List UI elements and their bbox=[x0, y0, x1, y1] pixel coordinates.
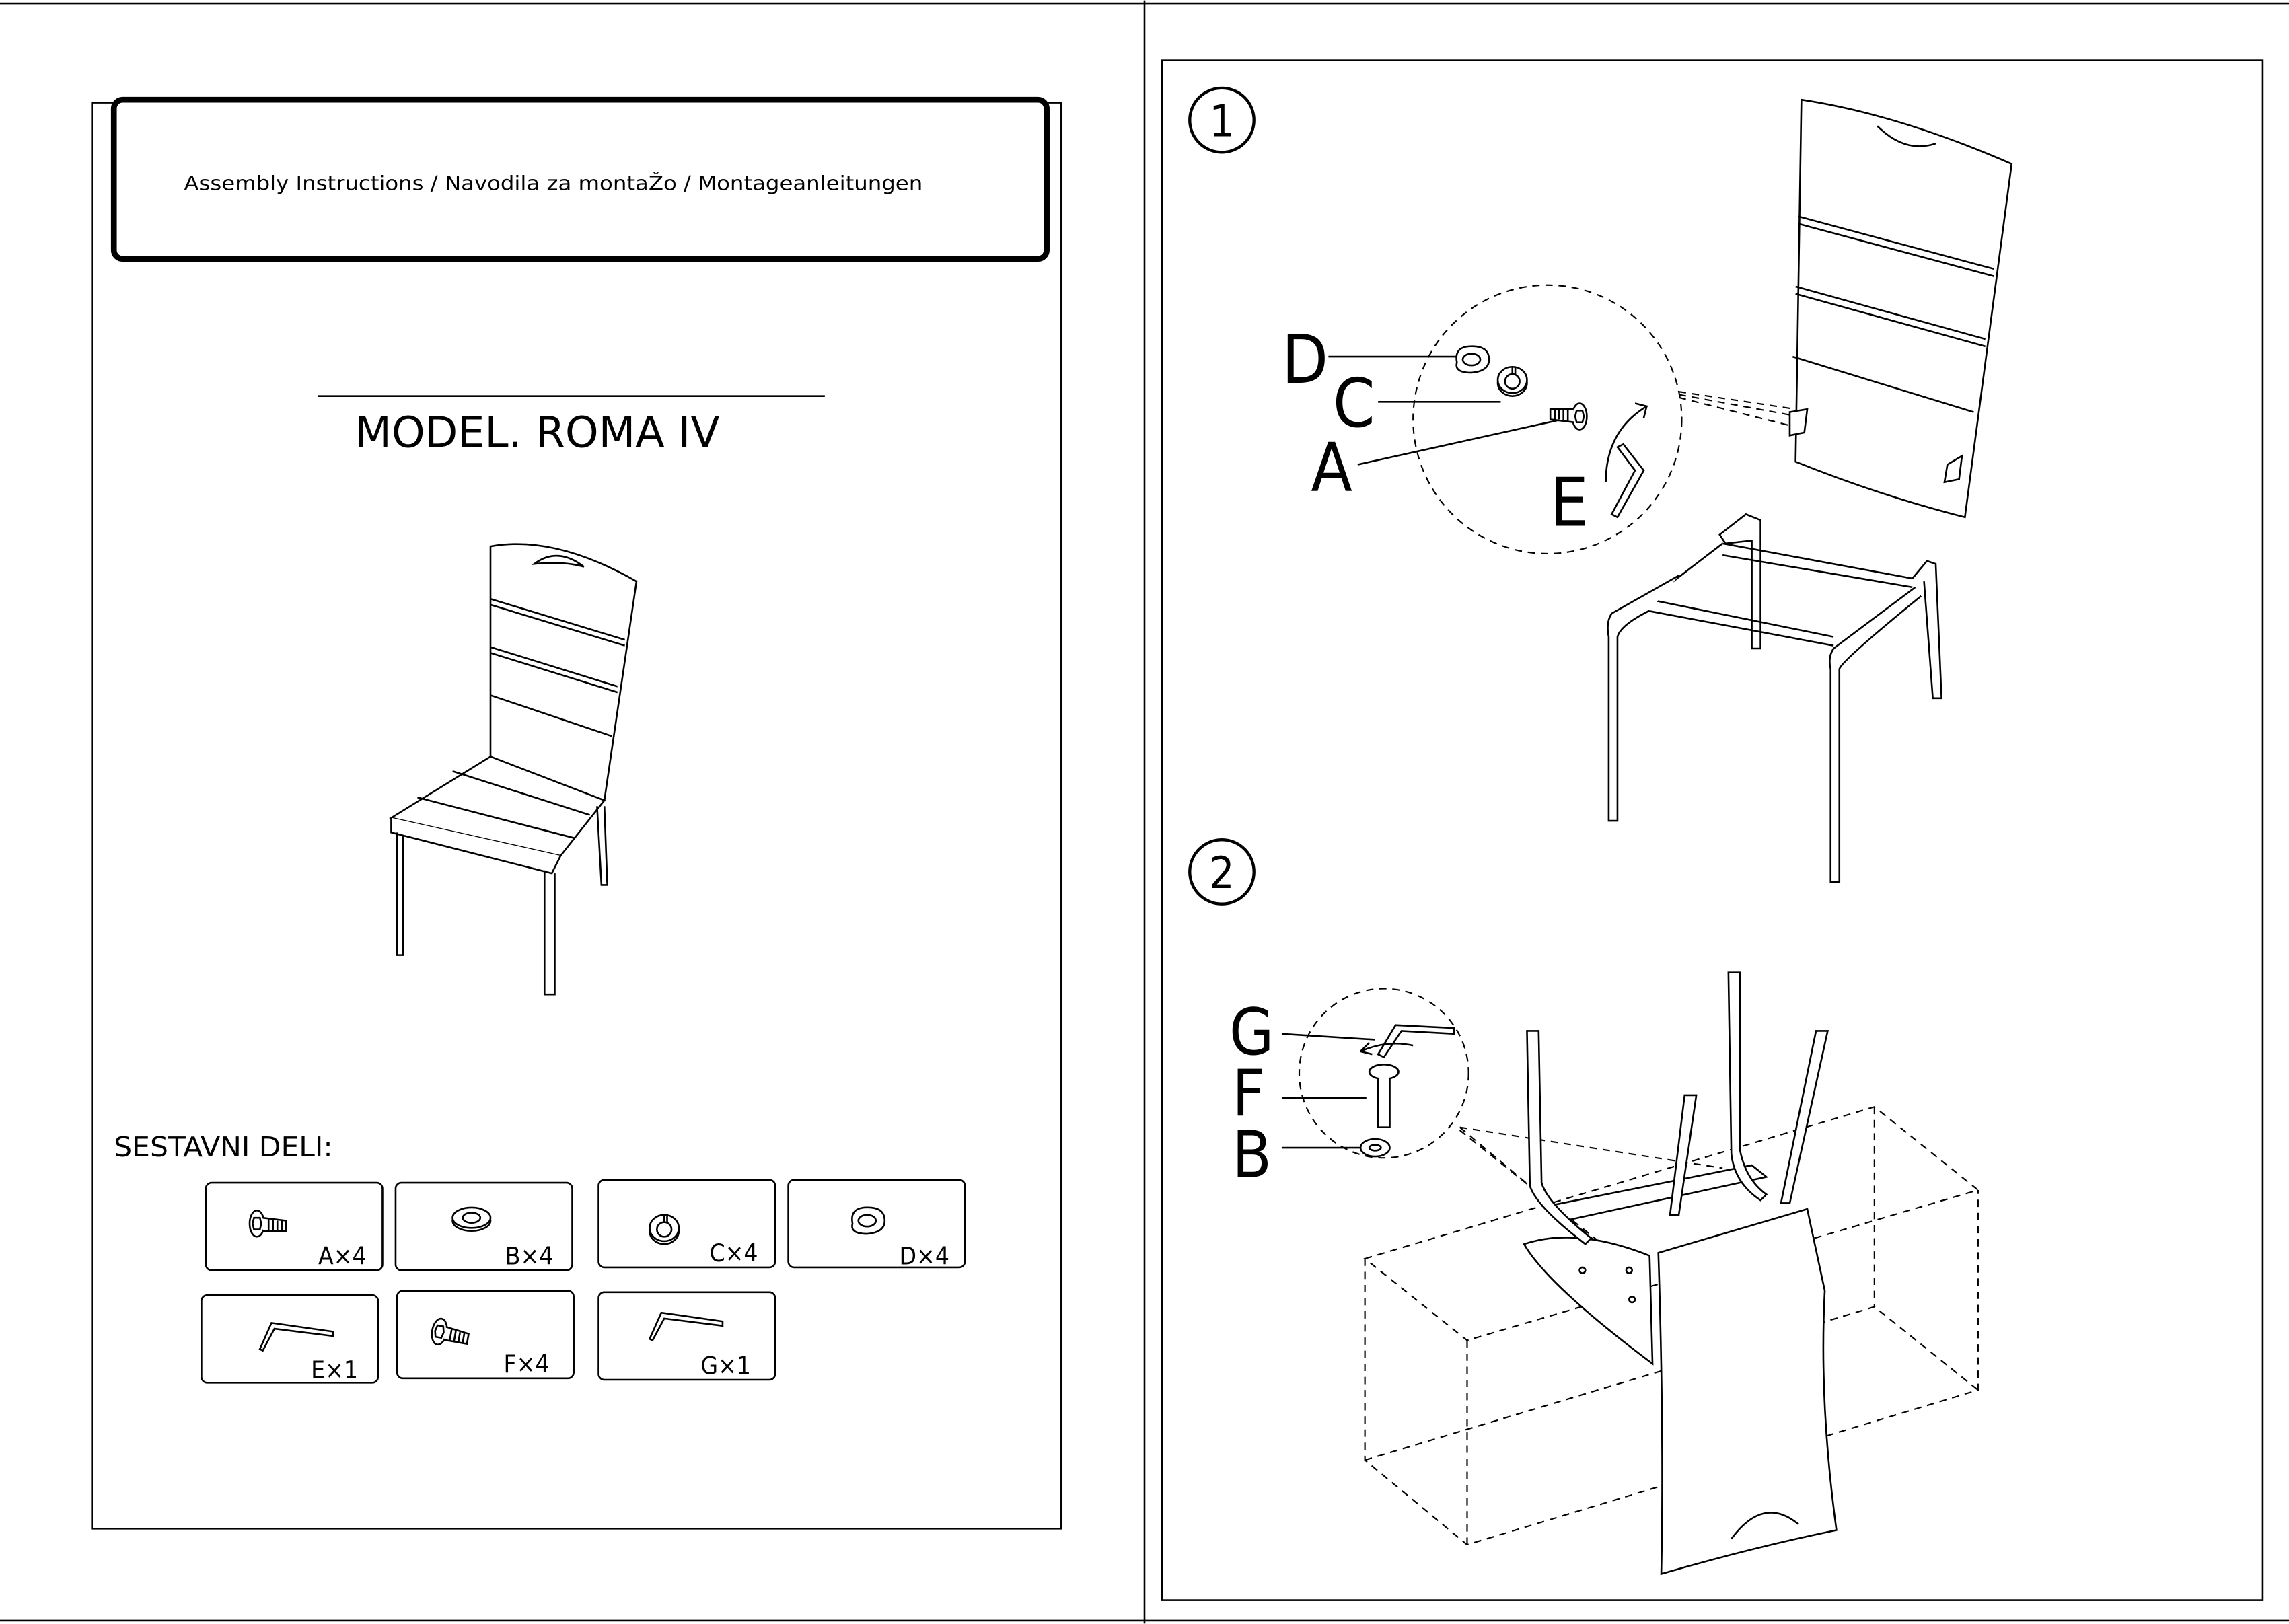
part-b: B×4 bbox=[394, 1181, 573, 1271]
detail-circle bbox=[1298, 988, 1469, 1159]
steps-panel: 1 D C A E bbox=[1161, 59, 2264, 1601]
part-a: A×4 bbox=[205, 1181, 384, 1271]
step-2-number: 2 bbox=[1209, 848, 1234, 899]
chair-illustration bbox=[389, 543, 638, 996]
flat-washer-icon bbox=[451, 1206, 492, 1232]
parts-heading: SESTAVNI DELI: bbox=[114, 1131, 332, 1163]
part-e-qty: E×1 bbox=[311, 1356, 358, 1385]
part-f: F×4 bbox=[396, 1290, 575, 1380]
part-d: D×4 bbox=[787, 1179, 966, 1271]
part-c-qty: C×4 bbox=[709, 1239, 758, 1267]
spring-washer-icon bbox=[1496, 365, 1528, 397]
bolt-short-icon bbox=[248, 1210, 287, 1238]
allen-key-icon bbox=[1610, 443, 1645, 519]
bolt-short-icon bbox=[1549, 402, 1588, 431]
part-c: C×4 bbox=[597, 1179, 776, 1269]
part-g-qty: G×1 bbox=[700, 1351, 751, 1380]
label-e: E bbox=[1550, 464, 1589, 542]
support-box-dashed bbox=[1363, 1106, 1980, 1546]
label-g: G bbox=[1229, 994, 1274, 1070]
label-f: F bbox=[1232, 1056, 1265, 1131]
part-a-qty: A×4 bbox=[318, 1242, 367, 1271]
curved-washer-icon bbox=[851, 1206, 886, 1235]
bolt-long-icon bbox=[1368, 1064, 1400, 1128]
chair-backrest bbox=[1788, 98, 2013, 519]
part-b-qty: B×4 bbox=[505, 1242, 554, 1271]
title-box bbox=[110, 96, 1050, 262]
model-name: MODEL. ROMA IV bbox=[355, 408, 720, 457]
bolt-long-icon bbox=[429, 1316, 472, 1351]
allen-key-icon bbox=[1377, 1024, 1455, 1059]
rotate-arrow-icon bbox=[1360, 1041, 1414, 1056]
spring-washer-icon bbox=[649, 1214, 680, 1245]
inverted-chair bbox=[1523, 971, 1838, 1576]
detail-circle bbox=[1412, 284, 1683, 555]
flat-washer-icon bbox=[1359, 1138, 1391, 1158]
part-g: G×1 bbox=[597, 1291, 776, 1381]
allen-key-icon bbox=[258, 1322, 334, 1352]
part-f-qty: F×4 bbox=[504, 1350, 550, 1378]
label-d: D bbox=[1282, 320, 1328, 399]
document-title: Assembly Instructions / Navodila za mont… bbox=[184, 172, 922, 195]
label-c: C bbox=[1333, 364, 1375, 443]
label-a: A bbox=[1311, 429, 1352, 507]
cover-panel: Assembly Instructions / Navodila za mont… bbox=[91, 96, 1062, 1530]
step-1-number: 1 bbox=[1209, 96, 1234, 147]
allen-key-icon bbox=[649, 1311, 724, 1341]
part-e: E×1 bbox=[201, 1294, 379, 1385]
label-b: B bbox=[1232, 1117, 1272, 1192]
rotate-arrow-icon bbox=[1605, 402, 1649, 482]
chair-frame bbox=[1607, 513, 1942, 883]
part-d-qty: D×4 bbox=[900, 1242, 949, 1271]
curved-washer-icon bbox=[1455, 345, 1490, 374]
step-2: 2 G F B bbox=[1188, 838, 1980, 1576]
step-1: 1 D C A E bbox=[1188, 86, 2013, 883]
